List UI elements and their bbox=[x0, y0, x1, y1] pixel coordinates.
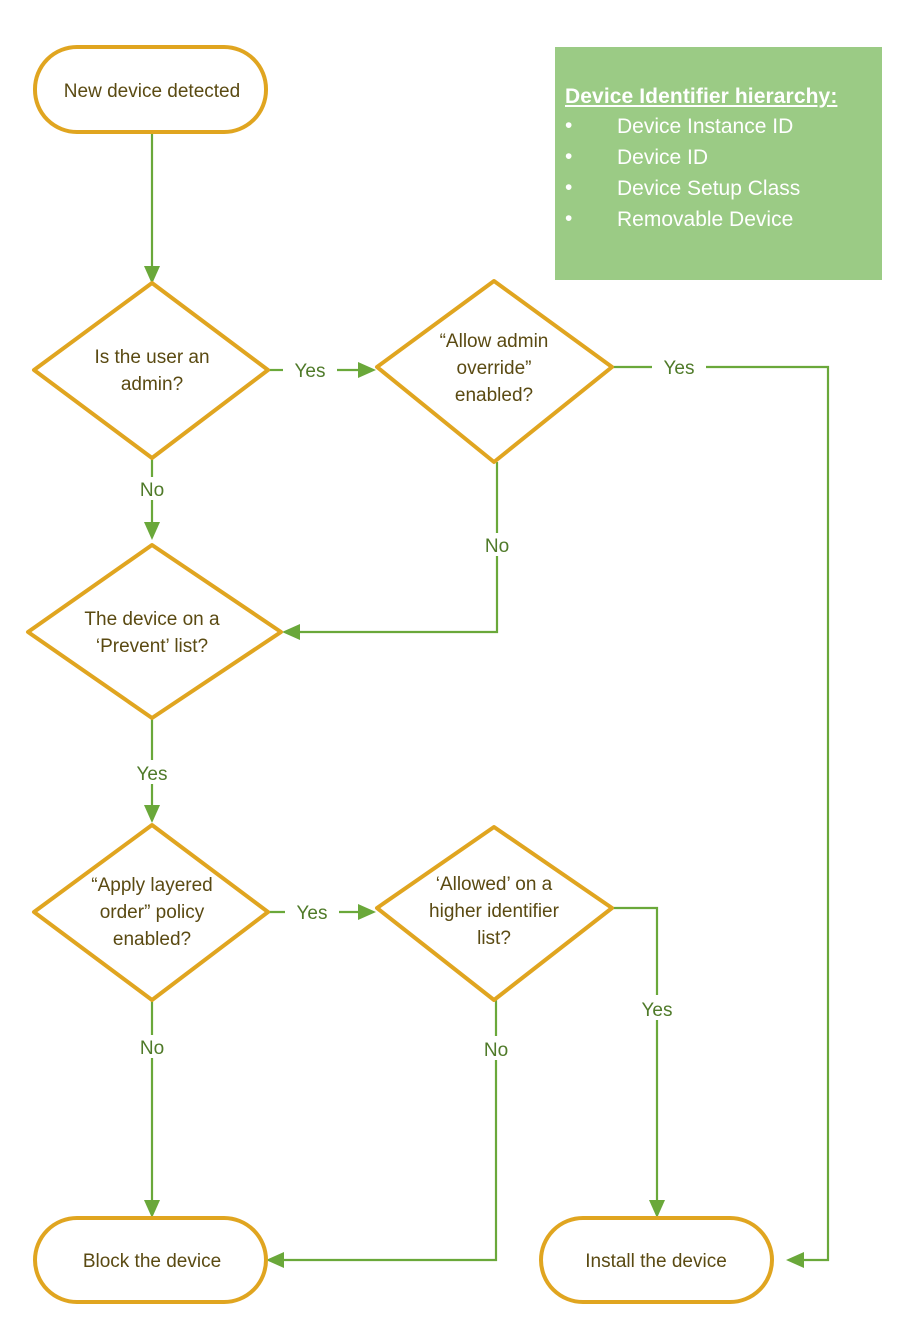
edge-label-higher-yes: Yes bbox=[642, 1000, 673, 1021]
node-install-label: Install the device bbox=[585, 1251, 727, 1272]
node-admin-override-label-line1: “Allow admin bbox=[440, 331, 549, 352]
legend-list: Device Instance ID Device ID Device Setu… bbox=[555, 110, 882, 235]
edge-higher-yes bbox=[612, 906, 665, 1218]
edge-label-layered-yes: Yes bbox=[297, 903, 328, 924]
node-start-label: New device detected bbox=[64, 81, 240, 102]
edge-is-admin-no bbox=[144, 458, 160, 540]
legend-box: Device Identifier hierarchy: Device Inst… bbox=[555, 47, 882, 280]
node-prevent-list-label-line2: ‘Prevent’ list? bbox=[96, 636, 208, 657]
legend-item: Device Instance ID bbox=[555, 110, 882, 142]
edge-start-to-is-admin bbox=[144, 132, 160, 284]
node-layered-order-label-line1: “Apply layered bbox=[91, 875, 212, 896]
legend-title: Device Identifier hierarchy: bbox=[565, 85, 838, 108]
edge-override-no bbox=[282, 462, 499, 640]
node-admin-override-label-line3: enabled? bbox=[455, 385, 533, 406]
legend-item: Removable Device bbox=[555, 203, 882, 235]
node-is-admin-label-line2: admin? bbox=[121, 374, 183, 395]
node-admin-override[interactable]: “Allow admin override” enabled? bbox=[375, 279, 614, 464]
node-admin-override-label-line2: override” bbox=[457, 358, 532, 379]
edge-label-admin-yes: Yes bbox=[295, 361, 326, 382]
edge-label-higher-no: No bbox=[484, 1040, 508, 1061]
node-block[interactable]: Block the device bbox=[33, 1216, 268, 1304]
node-prevent-list-label-line1: The device on a bbox=[84, 609, 220, 630]
node-higher-identifier-label-line2: higher identifier bbox=[429, 901, 560, 922]
node-is-admin[interactable]: Is the user an admin? bbox=[32, 281, 270, 460]
node-higher-identifier-label-line1: ‘Allowed’ on a bbox=[436, 874, 553, 895]
edge-label-prevent-yes: Yes bbox=[137, 764, 168, 785]
edge-is-admin-yes bbox=[268, 362, 376, 378]
node-higher-identifier-label-line3: list? bbox=[477, 928, 511, 949]
edge-higher-no bbox=[266, 1000, 498, 1268]
legend-item: Device ID bbox=[555, 141, 882, 173]
node-start[interactable]: New device detected bbox=[33, 45, 268, 134]
edge-label-admin-no: No bbox=[140, 480, 164, 501]
legend-item: Device Setup Class bbox=[555, 172, 882, 204]
node-layered-order-label-line2: order” policy bbox=[100, 902, 205, 923]
edge-label-layered-no: No bbox=[140, 1038, 164, 1059]
node-higher-identifier[interactable]: ‘Allowed’ on a higher identifier list? bbox=[375, 825, 614, 1002]
edge-prevent-yes bbox=[144, 718, 160, 823]
node-block-label: Block the device bbox=[83, 1251, 221, 1272]
node-prevent-list[interactable]: The device on a ‘Prevent’ list? bbox=[26, 543, 283, 720]
node-install[interactable]: Install the device bbox=[539, 1216, 774, 1304]
node-layered-order[interactable]: “Apply layered order” policy enabled? bbox=[32, 823, 270, 1002]
node-is-admin-label-line1: Is the user an bbox=[94, 347, 209, 368]
edge-override-yes bbox=[612, 365, 830, 1268]
edge-label-override-yes: Yes bbox=[664, 358, 695, 379]
edge-layered-no bbox=[144, 1000, 160, 1218]
edge-layered-yes bbox=[268, 904, 376, 920]
node-layered-order-label-line3: enabled? bbox=[113, 929, 191, 950]
edge-label-override-no: No bbox=[485, 536, 509, 557]
